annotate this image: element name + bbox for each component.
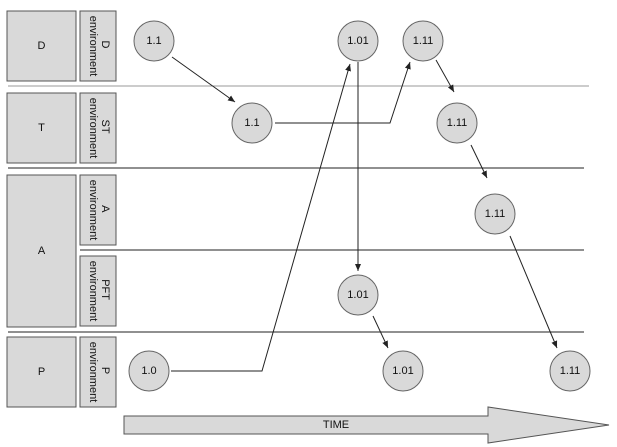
node-label: 1.11: [413, 35, 434, 47]
env-st-name: ST: [99, 120, 111, 134]
time-arrow: TIME: [123, 406, 610, 444]
env-pft-suffix: environment: [87, 261, 99, 322]
group-d: D: [6, 10, 77, 82]
node-p-1-0: 1.0: [128, 350, 170, 392]
group-a-label: A: [38, 245, 46, 257]
node-label: 1.01: [347, 289, 368, 301]
group-p-label: P: [38, 366, 45, 378]
edges: [171, 56, 558, 372]
group-t: T: [6, 92, 77, 164]
node-pft-1-01: 1.01: [337, 274, 379, 316]
env-d-name: D: [99, 40, 111, 48]
edge-p10-d101: [171, 63, 351, 372]
group-a: A: [6, 174, 77, 328]
env-pft-name: PFT: [99, 279, 111, 300]
node-label: 1.1: [146, 35, 161, 47]
time-label: TIME: [323, 419, 349, 431]
edge-st11-d111: [275, 61, 411, 124]
node-d-1-1: 1.1: [133, 20, 175, 62]
node-label: 1.11: [560, 365, 581, 377]
svg-text:PFT environment: PFT environment: [87, 261, 111, 322]
node-st-1-11: 1.11: [436, 102, 478, 144]
node-label: 1.01: [392, 365, 413, 377]
node-p-1-11: 1.11: [549, 350, 591, 392]
env-st: ST environment: [79, 92, 117, 164]
node-label: 1.01: [347, 35, 368, 47]
edge-d11-st11: [171, 56, 236, 103]
edge-st111-a111: [470, 144, 488, 179]
env-d: D environment: [79, 10, 117, 82]
svg-text:ST environment: ST environment: [87, 98, 111, 159]
node-d-1-11: 1.11: [402, 20, 444, 62]
env-a-suffix: environment: [87, 180, 99, 241]
edge-a111-p111: [509, 235, 558, 349]
group-t-label: T: [38, 122, 45, 134]
node-label: 1.0: [141, 365, 156, 377]
node-a-1-11: 1.11: [474, 193, 516, 235]
env-pft: PFT environment: [79, 255, 117, 327]
svg-text:A environment: A environment: [87, 180, 111, 241]
node-label: 1.11: [485, 208, 506, 220]
env-a-name: A: [99, 205, 111, 213]
group-p: P: [6, 336, 77, 408]
env-d-suffix: environment: [87, 16, 99, 77]
env-st-suffix: environment: [87, 98, 99, 159]
svg-text:P environment: P environment: [87, 342, 111, 403]
env-a: A environment: [79, 174, 117, 246]
group-d-label: D: [38, 40, 46, 52]
node-label: 1.1: [244, 117, 259, 129]
node-st-1-1: 1.1: [231, 102, 273, 144]
svg-text:D environment: D environment: [87, 16, 111, 77]
env-p: P environment: [79, 336, 117, 408]
node-d-1-01: 1.01: [337, 20, 379, 62]
node-label: 1.11: [447, 117, 468, 129]
edge-d111-st111: [435, 59, 455, 93]
edge-pft101-p101: [372, 315, 389, 349]
env-p-name: P: [99, 367, 111, 374]
env-p-suffix: environment: [87, 342, 99, 403]
node-p-1-01: 1.01: [382, 350, 424, 392]
